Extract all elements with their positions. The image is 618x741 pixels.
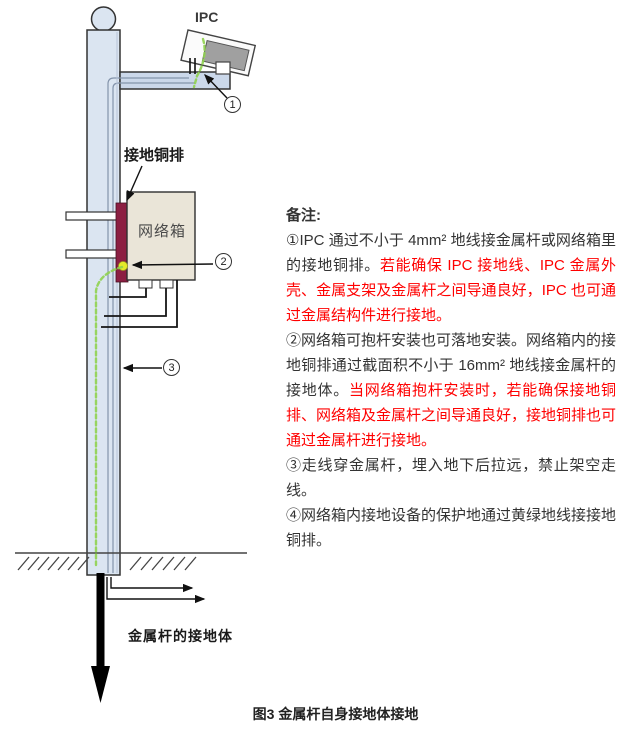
pole-bracket-upper (65, 211, 119, 221)
pole-ball-top (90, 6, 117, 32)
note-item-2: ②网络箱可抱杆安装也可落地安装。网络箱内的接地铜排通过截面积不小于 16mm² … (286, 328, 616, 453)
note-segment-red: 若能确保 IPC 接地线、IPC 金属外壳、金属支架及金属杆之间导通良好，IPC… (286, 257, 616, 324)
network-box-label: 网络箱 (138, 223, 187, 240)
grounding-electrode-arrow (91, 573, 110, 703)
camera-mount (215, 61, 231, 75)
note-segment: ①IPC 通过不小于 4mm² 地线接金属杆或网络箱里的接地铜排。 (286, 232, 616, 274)
note-segment: ④网络箱内接地设备的保护地通过黄绿地线接接地铜排。 (286, 507, 617, 549)
ipc-camera (180, 29, 257, 77)
camera-arm (119, 71, 231, 90)
ipc-label: IPC (195, 9, 219, 25)
notes-panel: 备注: ①IPC 通过不小于 4mm² 地线接金属杆或网络箱里的接地铜排。若能确… (286, 203, 616, 553)
figure-caption: 图3 金属杆自身接地体接地 (252, 706, 419, 722)
box-cables (101, 280, 178, 328)
note-item-1: ①IPC 通过不小于 4mm² 地线接金属杆或网络箱里的接地铜排。若能确保 IP… (286, 228, 616, 328)
conduit-line (112, 82, 195, 573)
callout-2-arrow (131, 260, 214, 270)
note-segment: ③走线穿金属杆，埋入地下后拉远，禁止架空走线。 (286, 457, 616, 499)
note-segment-red: 当网络箱抱杆安装时，若能确保接地铜排、网络箱及金属杆之间导通良好，接地铜排也可通… (286, 382, 617, 449)
ground-body-label: 金属杆的接地体 (128, 628, 233, 644)
pole-body (86, 29, 121, 576)
ground-hatch-left (17, 556, 90, 571)
cable-gland (138, 279, 153, 289)
ground-terminal-dot (118, 261, 128, 271)
callout-1: 1 (224, 96, 241, 113)
buried-cable-arrow (110, 577, 194, 593)
copper-bar-label: 接地铜排 (124, 147, 185, 164)
camera-ground-wire (192, 37, 206, 89)
cable-run (109, 288, 147, 298)
note-item-3: ③走线穿金属杆，埋入地下后拉远，禁止架空走线。 (286, 453, 616, 503)
buried-cable-arrow (106, 577, 206, 604)
cable-run (104, 288, 167, 317)
metal-pole (86, 6, 231, 576)
callout-1-arrow (204, 73, 228, 99)
copper-bar-label-arrow (126, 165, 143, 202)
cable-run (101, 280, 178, 328)
notes-title: 备注: (286, 207, 321, 224)
ground-surface (15, 552, 247, 571)
note-item-4: ④网络箱内接地设备的保护地通过黄绿地线接接地铜排。 (286, 503, 616, 553)
cable-gland (159, 279, 174, 289)
callout-3: 3 (163, 359, 180, 376)
ground-hatch-right (129, 556, 197, 571)
pole-bracket-lower (65, 249, 119, 259)
note-segment: ②网络箱可抱杆安装也可落地安装。网络箱内的接地铜排通过截面积不小于 16mm² … (286, 332, 617, 399)
callout-2: 2 (215, 253, 232, 270)
pole-ground-wire (94, 265, 124, 567)
conduit-line (107, 77, 189, 573)
